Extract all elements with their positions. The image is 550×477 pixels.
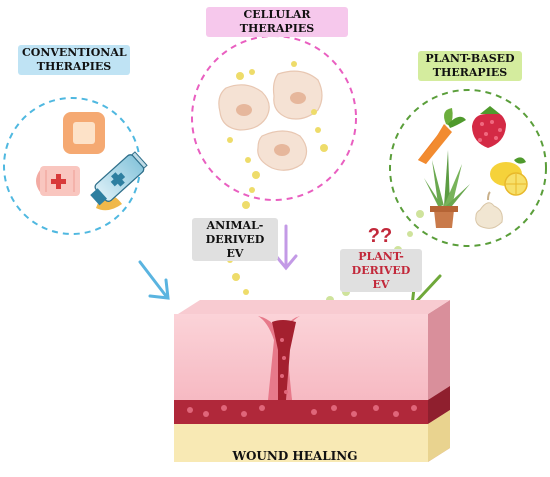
ointment-tube-icon xyxy=(90,151,148,211)
raspberry-icon xyxy=(472,106,506,148)
garlic-icon xyxy=(475,191,503,229)
wrap-bandage-icon xyxy=(36,166,80,196)
plant-ev-line1: PLANT- xyxy=(358,250,404,263)
lemon-icon xyxy=(490,157,528,196)
animal-derived-ev-label: ANIMAL- DERIVED EV xyxy=(192,218,278,262)
cellular-arrow xyxy=(274,224,298,271)
cellular-label-line1: CELLULAR THERAPIES xyxy=(239,8,315,35)
conventional-label-line1: CONVENTIONAL xyxy=(22,46,127,59)
carrot-icon xyxy=(418,108,466,164)
wound-healing-label: WOUND HEALING xyxy=(210,448,380,465)
cell-icon xyxy=(272,70,323,120)
conventional-label-line2: THERAPIES xyxy=(36,59,112,73)
skin-block xyxy=(174,300,450,462)
cell-icon xyxy=(257,130,308,171)
question-marks: ?? xyxy=(368,225,392,247)
bandage-icon xyxy=(63,112,105,154)
animal-ev-line1: ANIMAL- xyxy=(206,219,264,232)
plant-based-label-line1: PLANT-BASED xyxy=(425,52,515,65)
plant-based-therapies-label: PLANT-BASED THERAPIES xyxy=(418,51,522,81)
wound-healing-text: WOUND HEALING xyxy=(232,449,358,463)
cellular-therapies-label: CELLULAR THERAPIES xyxy=(206,7,348,37)
plant-ev-line2: DERIVED EV xyxy=(351,263,411,291)
conventional-therapies-label: CONVENTIONAL THERAPIES xyxy=(18,45,130,75)
cellular-therapies-circle xyxy=(191,35,357,201)
plant-based-label-line2: THERAPIES xyxy=(432,65,508,79)
cell-icon xyxy=(218,84,270,131)
plant-derived-ev-label: PLANT- DERIVED EV xyxy=(340,249,422,293)
conventional-arrow xyxy=(138,260,170,300)
plant-based-therapies-circle xyxy=(389,89,547,247)
aloe-plant-icon xyxy=(424,150,470,228)
animal-ev-line2: DERIVED EV xyxy=(205,232,265,260)
